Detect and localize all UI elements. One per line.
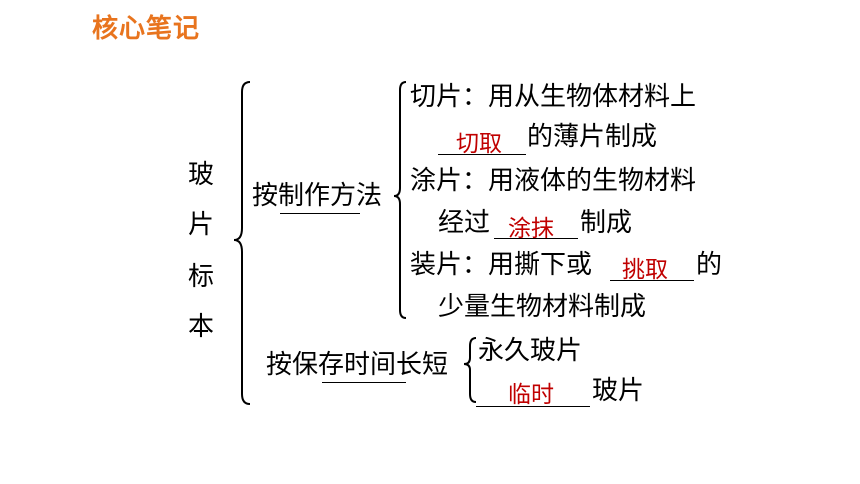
- time-blank: [476, 406, 590, 407]
- temporary-suffix: 玻片: [592, 376, 645, 406]
- root-char-2: 片: [188, 210, 215, 240]
- root-char-1: 玻: [188, 160, 215, 190]
- time-label-underline: [322, 382, 406, 383]
- smear-line1: 涂片：用液体的生物材料: [410, 166, 697, 196]
- page-title: 核心笔记: [92, 14, 201, 44]
- root-char-3: 标: [188, 262, 215, 292]
- smear-line2-suffix: 制成: [580, 208, 633, 238]
- permanent-slide: 永久玻片: [478, 336, 583, 366]
- slice-line1: 切片：用从生物体材料上: [410, 82, 697, 112]
- time-answer: 临时: [508, 382, 554, 408]
- method-label-underline: [280, 213, 360, 214]
- root-brace: [233, 81, 251, 405]
- mount-line1-prefix: 装片：用撕下或: [410, 250, 593, 280]
- method-brace: [393, 81, 407, 319]
- smear-line2-prefix: 经过: [438, 208, 491, 238]
- slice-answer: 切取: [456, 131, 502, 157]
- slice-blank: [438, 154, 526, 155]
- smear-answer: 涂抹: [508, 216, 554, 242]
- root-char-4: 本: [188, 312, 215, 342]
- smear-blank: [494, 238, 578, 239]
- mount-line2: 少量生物材料制成: [438, 292, 647, 322]
- method-label: 按制作方法: [252, 181, 383, 211]
- time-brace: [463, 337, 477, 403]
- time-label: 按保存时间长短: [266, 350, 449, 380]
- mount-answer: 挑取: [622, 257, 668, 283]
- mount-blank: [610, 280, 694, 281]
- slice-line2-suffix: 的薄片制成: [527, 122, 658, 152]
- mount-line1-suffix: 的: [696, 250, 723, 280]
